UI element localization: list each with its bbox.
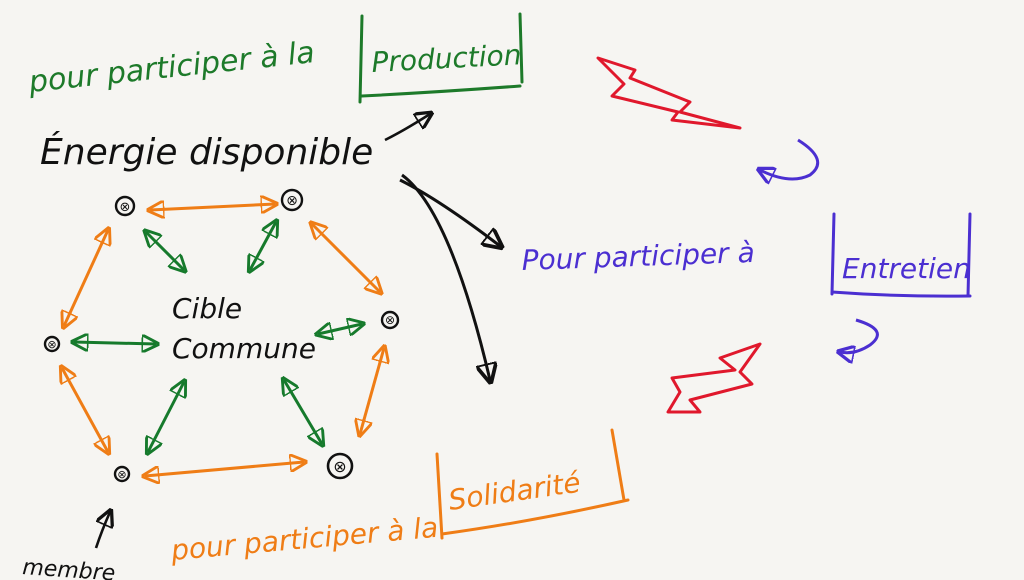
node-symbol: ⊗ (286, 193, 298, 209)
arrow-n2-n3 (312, 224, 380, 292)
arrow-n3-center (318, 324, 362, 334)
node-symbol: ⊗ (117, 468, 126, 481)
node-n5: ⊗ (113, 465, 131, 483)
cible-label-line1: Cible (172, 292, 242, 325)
node-symbol: ⊗ (120, 200, 131, 215)
solidarite-prefix-label: pour participer à la (169, 511, 440, 567)
arrow-n4-center (74, 342, 156, 344)
node-symbol: ⊗ (333, 457, 346, 476)
node-n3: ⊗ (380, 310, 400, 330)
entretien-prefix-label: Pour participer à (521, 236, 755, 277)
orange-arrows (62, 204, 384, 476)
membre-label: membre (22, 555, 116, 580)
solidarite-box (435, 428, 630, 540)
node-n4: ⊗ (43, 335, 61, 353)
node-n2: ⊗ (280, 188, 304, 212)
production-box (358, 12, 524, 104)
node-symbol: ⊗ (47, 338, 56, 351)
cible-label-line2: Commune (172, 332, 316, 365)
node-symbol: ⊗ (385, 313, 395, 327)
energie-label: Énergie disponible (40, 131, 373, 173)
solidarite-box-label: Solidarité (446, 466, 582, 517)
arrow-n1-center (146, 232, 184, 270)
arrow-to-production (384, 114, 430, 142)
production-box-label: Production (371, 38, 523, 79)
blue-loop-arrow-top (760, 138, 820, 179)
node-n1: ⊗ (114, 195, 136, 217)
production-prefix-label: pour participer à la (26, 35, 316, 100)
arrow-n6-center (284, 380, 322, 444)
entretien-box-label: Entretien (842, 252, 971, 285)
arrow-n5-center (148, 382, 184, 452)
arrow-n3-n6 (360, 348, 384, 434)
green-arrows (74, 222, 362, 452)
arrow-n4-n5 (62, 368, 108, 452)
arrow-to-solidarite (401, 173, 490, 380)
blue-loop-arrow-bottom (840, 318, 879, 353)
lightning-icon-bottom (666, 342, 762, 414)
arrow-n2-center (250, 222, 276, 270)
node-n6: ⊗ (326, 452, 354, 480)
arrow-n4-n1 (64, 230, 108, 326)
arrow-to-entretien (399, 178, 500, 246)
arrow-n1-n2 (150, 204, 275, 210)
lightning-icon-top (596, 56, 742, 130)
arrow-n5-n6 (145, 462, 304, 476)
membre-pointer-arrow (94, 512, 110, 549)
entretien-box (830, 212, 972, 298)
